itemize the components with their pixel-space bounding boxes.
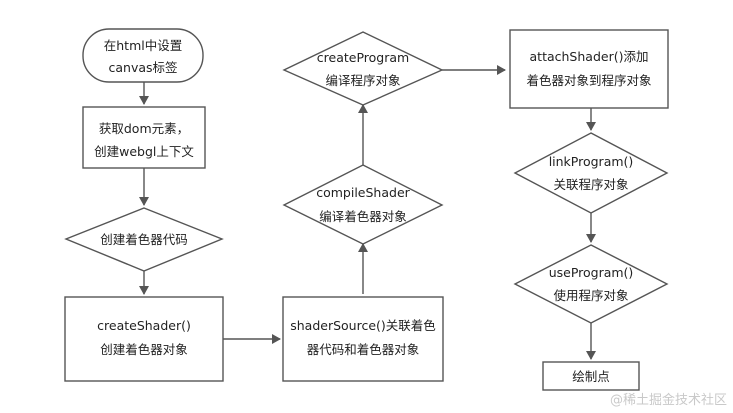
node-create-shader-line2: 创建着色器对象 <box>100 342 188 357</box>
node-set-canvas-line2: canvas标签 <box>108 60 178 75</box>
node-get-dom: 获取dom元素， 创建webgl上下文 <box>82 106 206 169</box>
node-compile-shader-line2: 编译着色器对象 <box>319 209 407 224</box>
node-set-canvas-line1: 在html中设置 <box>104 38 182 53</box>
node-create-shader-line1: createShader() <box>97 318 191 333</box>
node-create-program-line2: 编译程序对象 <box>325 73 400 88</box>
node-create-shader-code: 创建着色器代码 <box>64 207 224 272</box>
node-link-program-line2: 关联程序对象 <box>553 177 628 192</box>
node-draw-point-line1: 绘制点 <box>572 369 610 384</box>
node-create-shader-code-line1: 创建着色器代码 <box>100 232 188 247</box>
node-draw-point: 绘制点 <box>542 361 640 391</box>
node-attach-shader: attachShader()添加 着色器对象到程序对象 <box>509 29 669 109</box>
node-attach-shader-line2: 着色器对象到程序对象 <box>526 73 651 88</box>
node-create-shader: createShader() 创建着色器对象 <box>64 296 224 382</box>
node-shader-source-line2: 器代码和着色器对象 <box>307 342 420 357</box>
node-create-program: createProgram 编译程序对象 <box>282 31 444 106</box>
node-get-dom-line1: 获取dom元素， <box>99 121 189 136</box>
node-compile-shader-line1: compileShader <box>316 185 410 200</box>
node-link-program: linkProgram() 关联程序对象 <box>513 132 669 214</box>
node-use-program: useProgram() 使用程序对象 <box>513 244 669 324</box>
node-shader-source-line1: shaderSource()关联着色 <box>290 318 436 333</box>
node-attach-shader-line1: attachShader()添加 <box>530 49 649 64</box>
node-get-dom-line2: 创建webgl上下文 <box>94 144 194 159</box>
edges <box>139 65 596 360</box>
node-use-program-line2: 使用程序对象 <box>553 288 628 303</box>
node-use-program-line1: useProgram() <box>549 265 634 280</box>
node-create-program-line1: createProgram <box>317 50 409 65</box>
watermark-text: @稀土掘金技术社区 <box>610 392 727 408</box>
node-link-program-line1: linkProgram() <box>549 154 634 169</box>
node-shader-source: shaderSource()关联着色 器代码和着色器对象 <box>282 296 444 382</box>
node-set-canvas: 在html中设置 canvas标签 <box>82 28 204 83</box>
node-compile-shader: compileShader 编译着色器对象 <box>282 164 444 245</box>
